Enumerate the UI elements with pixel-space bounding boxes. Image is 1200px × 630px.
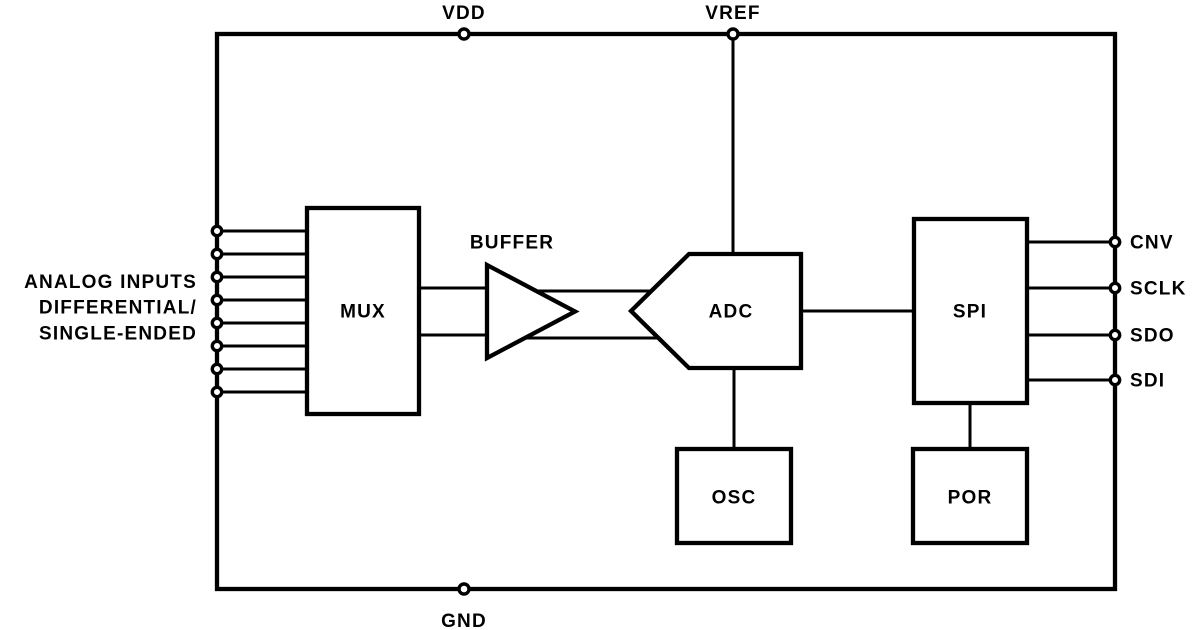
mux-label: MUX (340, 302, 386, 323)
analog-inputs-caption-line1: ANALOG INPUTS (24, 272, 197, 293)
analog-inputs-caption-line2: DIFFERENTIAL/ (39, 298, 197, 319)
sdi-label: SDI (1130, 371, 1165, 392)
osc-label: OSC (712, 488, 757, 509)
analog-input-pin (210, 339, 224, 353)
osc-block (674, 446, 794, 546)
analog-input-pin (210, 270, 224, 284)
analog-input-pin (210, 293, 224, 307)
cnv-label: CNV (1130, 233, 1174, 254)
analog-inputs-caption-line3: SINGLE-ENDED (39, 324, 197, 345)
adc-block (627, 251, 804, 371)
analog-input-pin (210, 224, 224, 238)
sclk-pin (1108, 281, 1122, 295)
cnv-pin (1108, 235, 1122, 249)
gnd-pin (457, 582, 471, 596)
analog-input-pin (210, 247, 224, 261)
chip-boundary (214, 31, 1118, 592)
sdi-pin (1108, 373, 1122, 387)
diagram-labels: VDD VREF GND ANALOG INPUTS DIFFERENTIAL/… (24, 3, 1187, 630)
diagram-linework (210, 27, 1122, 596)
sclk-label: SCLK (1130, 279, 1187, 300)
gnd-label: GND (441, 611, 487, 630)
adc-label: ADC (709, 302, 754, 323)
vref-pin (726, 27, 740, 41)
por-label: POR (948, 488, 993, 509)
sdo-pin (1108, 328, 1122, 342)
analog-input-pin (210, 362, 224, 376)
analog-input-pin (210, 316, 224, 330)
analog-inputs-caption: ANALOG INPUTS DIFFERENTIAL/ SINGLE-ENDED (24, 272, 197, 345)
vref-label: VREF (705, 3, 760, 24)
buffer-label: BUFFER (470, 233, 554, 254)
mux-block (304, 205, 422, 417)
buffer-amplifier (484, 261, 580, 362)
vdd-pin (457, 27, 471, 41)
spi-block (911, 216, 1030, 406)
vdd-label: VDD (442, 3, 486, 24)
por-block (910, 446, 1030, 546)
sdo-label: SDO (1130, 326, 1175, 347)
spi-label: SPI (953, 302, 987, 323)
analog-input-pin (210, 385, 224, 399)
